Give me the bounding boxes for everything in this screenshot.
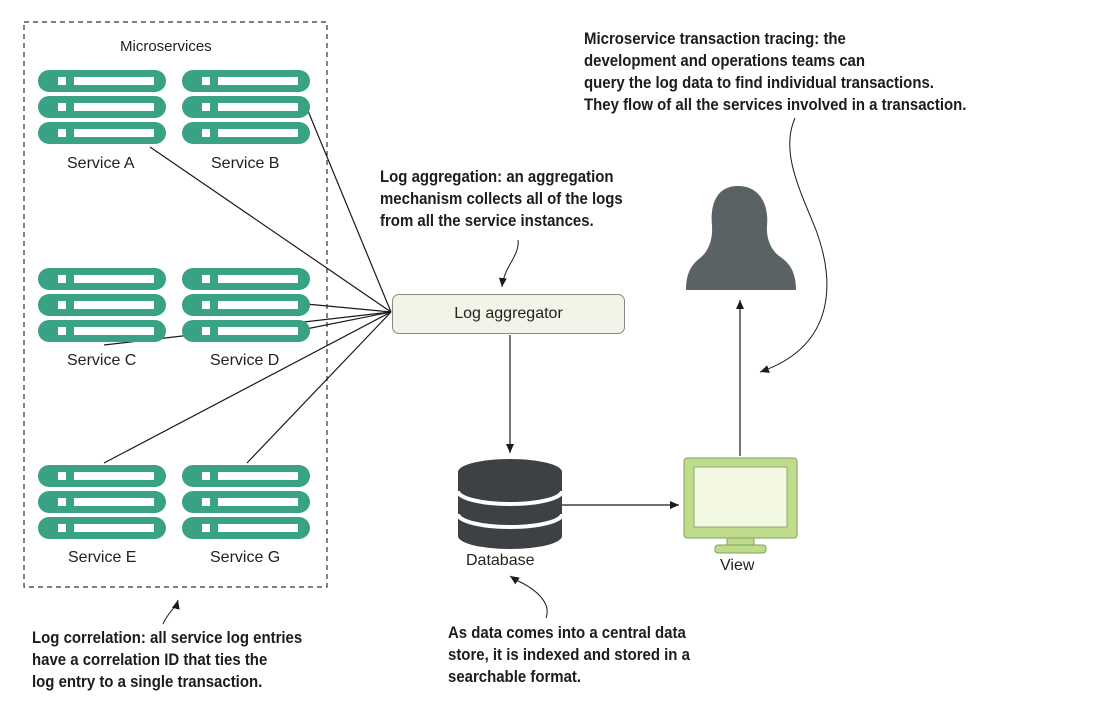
service-g-label: Service G xyxy=(210,549,281,566)
service-c-label: Service C xyxy=(67,352,137,369)
database-icon xyxy=(456,459,564,549)
log-correlation-note: Log correlation: all service log entries… xyxy=(32,627,302,693)
server-bar xyxy=(218,524,298,532)
connection-service-e xyxy=(103,311,392,464)
correlation-callout-arrow xyxy=(162,599,180,625)
note-line: development and operations teams can xyxy=(584,51,865,70)
connection-service-b xyxy=(305,105,392,313)
server-led xyxy=(202,524,210,532)
server-bar xyxy=(218,275,298,283)
server-stack-icon xyxy=(182,70,310,144)
server-bar xyxy=(218,498,298,506)
log-aggregator-box: Log aggregator xyxy=(392,294,625,334)
server-stack-icon xyxy=(182,268,310,342)
server-bar xyxy=(74,129,154,137)
storage-callout-arrow xyxy=(509,575,548,619)
server-stack-icon xyxy=(38,70,166,144)
data-storage-note: As data comes into a central data store,… xyxy=(448,622,690,688)
server-stack-icon xyxy=(182,465,310,539)
note-line: log entry to a single transaction. xyxy=(32,672,263,691)
server-bar xyxy=(74,275,154,283)
service-d-label: Service D xyxy=(210,352,280,369)
note-line: They flow of all the services involved i… xyxy=(584,95,967,114)
server-led xyxy=(58,498,66,506)
server-led xyxy=(58,524,66,532)
service-e-label: Service E xyxy=(68,549,137,566)
note-line: searchable format. xyxy=(448,667,582,686)
log-aggregation-note: Log aggregation: an aggregation mechanis… xyxy=(380,166,623,232)
server-led xyxy=(58,103,66,111)
note-line: query the log data to find individual tr… xyxy=(584,73,934,92)
server-bar xyxy=(74,301,154,309)
server-led xyxy=(202,275,210,283)
microservices-group-border xyxy=(23,21,328,588)
note-line: have a correlation ID that ties the xyxy=(32,650,268,669)
server-stack-icon xyxy=(38,268,166,342)
connection-service-g xyxy=(246,311,392,464)
server-led xyxy=(58,77,66,85)
server-led xyxy=(202,77,210,85)
server-led xyxy=(58,275,66,283)
database-label: Database xyxy=(466,552,535,569)
log-aggregator-label: Log aggregator xyxy=(454,305,563,322)
server-led xyxy=(58,129,66,137)
server-bar xyxy=(74,77,154,85)
transaction-tracing-note: Microservice transaction tracing: the de… xyxy=(584,28,966,116)
aggregation-callout-arrow xyxy=(498,239,519,288)
server-bar xyxy=(218,472,298,480)
connection-service-d-2 xyxy=(305,311,392,330)
server-stacks xyxy=(38,70,310,539)
tracing-callout-arrow xyxy=(759,117,828,373)
server-bar xyxy=(218,327,298,335)
server-bar xyxy=(74,472,154,480)
person-silhouette-icon xyxy=(686,186,796,290)
server-bar xyxy=(74,524,154,532)
note-line: As data comes into a central data xyxy=(448,623,686,642)
note-line: from all the service instances. xyxy=(380,211,594,230)
service-b-label: Service B xyxy=(211,155,280,172)
server-bar xyxy=(218,77,298,85)
note-line: Log aggregation: an aggregation xyxy=(380,167,614,186)
microservices-title: Microservices xyxy=(120,38,212,55)
service-a-label: Service A xyxy=(67,155,135,172)
server-led xyxy=(58,327,66,335)
note-line: Log correlation: all service log entries xyxy=(32,628,303,647)
server-led xyxy=(202,327,210,335)
server-led xyxy=(58,472,66,480)
server-bar xyxy=(218,103,298,111)
server-led xyxy=(58,301,66,309)
note-line: store, it is indexed and stored in a xyxy=(448,645,690,664)
connection-service-a xyxy=(149,146,392,313)
server-bar xyxy=(74,103,154,111)
server-led xyxy=(202,472,210,480)
note-line: Microservice transaction tracing: the xyxy=(584,29,846,48)
note-line: mechanism collects all of the logs xyxy=(380,189,623,208)
server-bar xyxy=(218,301,298,309)
server-led xyxy=(202,103,210,111)
server-bar xyxy=(74,327,154,335)
server-led xyxy=(202,498,210,506)
server-led xyxy=(202,129,210,137)
server-bar xyxy=(74,498,154,506)
server-led xyxy=(202,301,210,309)
server-stack-icon xyxy=(38,465,166,539)
connection-service-d-1 xyxy=(305,303,392,313)
view-label: View xyxy=(720,557,755,574)
monitor-icon xyxy=(683,457,798,554)
server-bar xyxy=(218,129,298,137)
